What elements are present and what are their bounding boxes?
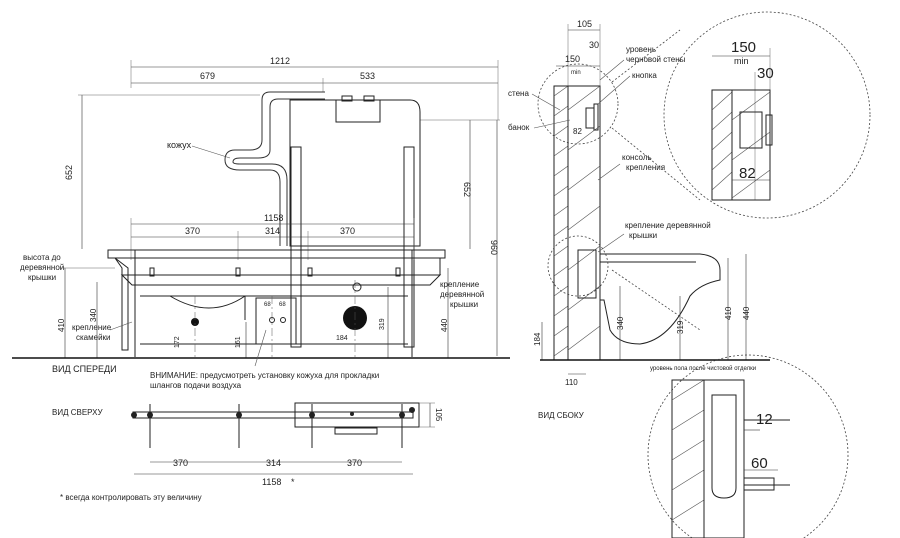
label-bench-2: скамейки <box>76 333 111 342</box>
dim-314-front: 314 <box>265 226 280 236</box>
label-hose: кожух <box>167 140 192 150</box>
dim-960: 960 <box>489 240 499 255</box>
detail-dim-60: 60 <box>751 455 768 472</box>
side-dim-410: 410 <box>724 306 733 320</box>
side-label-console-2: крепления <box>626 163 665 172</box>
dim-340-front: 340 <box>89 308 98 322</box>
side-dim-150: 150 <box>565 54 580 64</box>
dim-1212: 1212 <box>270 56 290 66</box>
detail-circle-top: 150 min 30 82 <box>663 11 871 219</box>
front-view: 1212 679 533 652 652 960 кожух 1158 <box>12 56 510 390</box>
side-dim-110: 110 <box>565 378 578 387</box>
detail-dim-150: 150 <box>731 39 756 56</box>
dim-533: 533 <box>360 71 375 81</box>
side-label-level-1: уровень <box>626 45 656 54</box>
dim-319: 319 <box>379 318 386 330</box>
dim-172: 172 <box>174 336 181 348</box>
front-bolts <box>149 267 401 277</box>
detail-dim-30: 30 <box>757 65 774 82</box>
side-label-woodmount-1: крепление деревянной <box>625 221 711 230</box>
side-label-console-1: консоль <box>622 153 652 162</box>
top-hole <box>352 282 362 292</box>
label-height-3: крышки <box>28 273 56 282</box>
dim-161: 161 <box>235 336 242 348</box>
top-dim-370b: 370 <box>347 458 362 468</box>
warning-line1: ВНИМАНИЕ: предусмотреть установку кожуха… <box>150 371 379 380</box>
dim-1158-front: 1158 <box>264 213 283 223</box>
side-dim-319: 319 <box>676 320 685 334</box>
detail-min: min <box>734 56 749 66</box>
side-min: min <box>571 70 581 76</box>
label-height-1: высота до <box>23 253 61 262</box>
label-wood-1: крепление <box>440 280 480 289</box>
dim-68-b: 68 <box>279 302 286 308</box>
detail-dim-12: 12 <box>756 411 773 428</box>
top-dim-314: 314 <box>266 458 281 468</box>
dim-184: 184 <box>336 335 348 342</box>
side-dim-105: 105 <box>577 19 592 29</box>
side-view-title: ВИД СБОКУ <box>538 411 585 420</box>
label-bench-1: крепление <box>72 323 112 332</box>
side-label-wall: стена <box>508 89 529 98</box>
detail-circle-bottom: 12 60 <box>647 354 849 538</box>
side-dim-440: 440 <box>742 306 751 320</box>
top-view: ВИД СВЕРХУ 370 314 370 1158 * 105 * всег… <box>52 402 443 502</box>
top-dim-1158: 1158 <box>262 477 281 487</box>
side-dim-184: 184 <box>533 332 542 346</box>
dim-652-right: 652 <box>462 182 472 197</box>
side-dim-340: 340 <box>616 316 625 330</box>
warning-line2: шлангов подачи воздуха <box>150 381 242 390</box>
top-dim-370a: 370 <box>173 458 188 468</box>
front-view-title: ВИД СПЕРЕДИ <box>52 364 117 374</box>
dim-410-front: 410 <box>57 318 66 332</box>
dim-440-front: 440 <box>440 318 449 332</box>
top-view-title: ВИД СВЕРХУ <box>52 408 103 417</box>
hole-left <box>191 318 199 326</box>
top-dim-105: 105 <box>434 408 443 422</box>
side-label-button: кнопка <box>632 71 657 80</box>
detail-dim-82: 82 <box>739 165 756 182</box>
side-label-woodmount-2: крышки <box>629 231 657 240</box>
side-dim-82: 82 <box>573 127 582 136</box>
label-wood-3: крышки <box>450 300 478 309</box>
dim-370-a: 370 <box>185 226 200 236</box>
side-view: 105 30 150 min 82 стена бан <box>508 19 770 420</box>
side-dim-30: 30 <box>589 40 599 50</box>
top-note: * всегда контролировать эту величину <box>60 493 202 502</box>
label-wood-2: деревянной <box>440 290 484 299</box>
side-label-level-2: черновой стены <box>626 55 686 64</box>
label-height-2: деревянной <box>20 263 64 272</box>
dim-652-left: 652 <box>64 165 74 180</box>
top-star: * <box>291 477 295 487</box>
dim-370-b: 370 <box>340 226 355 236</box>
side-floor-level: уровень пола после чистовой отделки <box>650 365 756 372</box>
side-label-tank: банок <box>508 123 530 132</box>
dim-68-a: 68 <box>264 302 271 308</box>
top-bolts <box>131 404 415 448</box>
dim-679: 679 <box>200 71 215 81</box>
